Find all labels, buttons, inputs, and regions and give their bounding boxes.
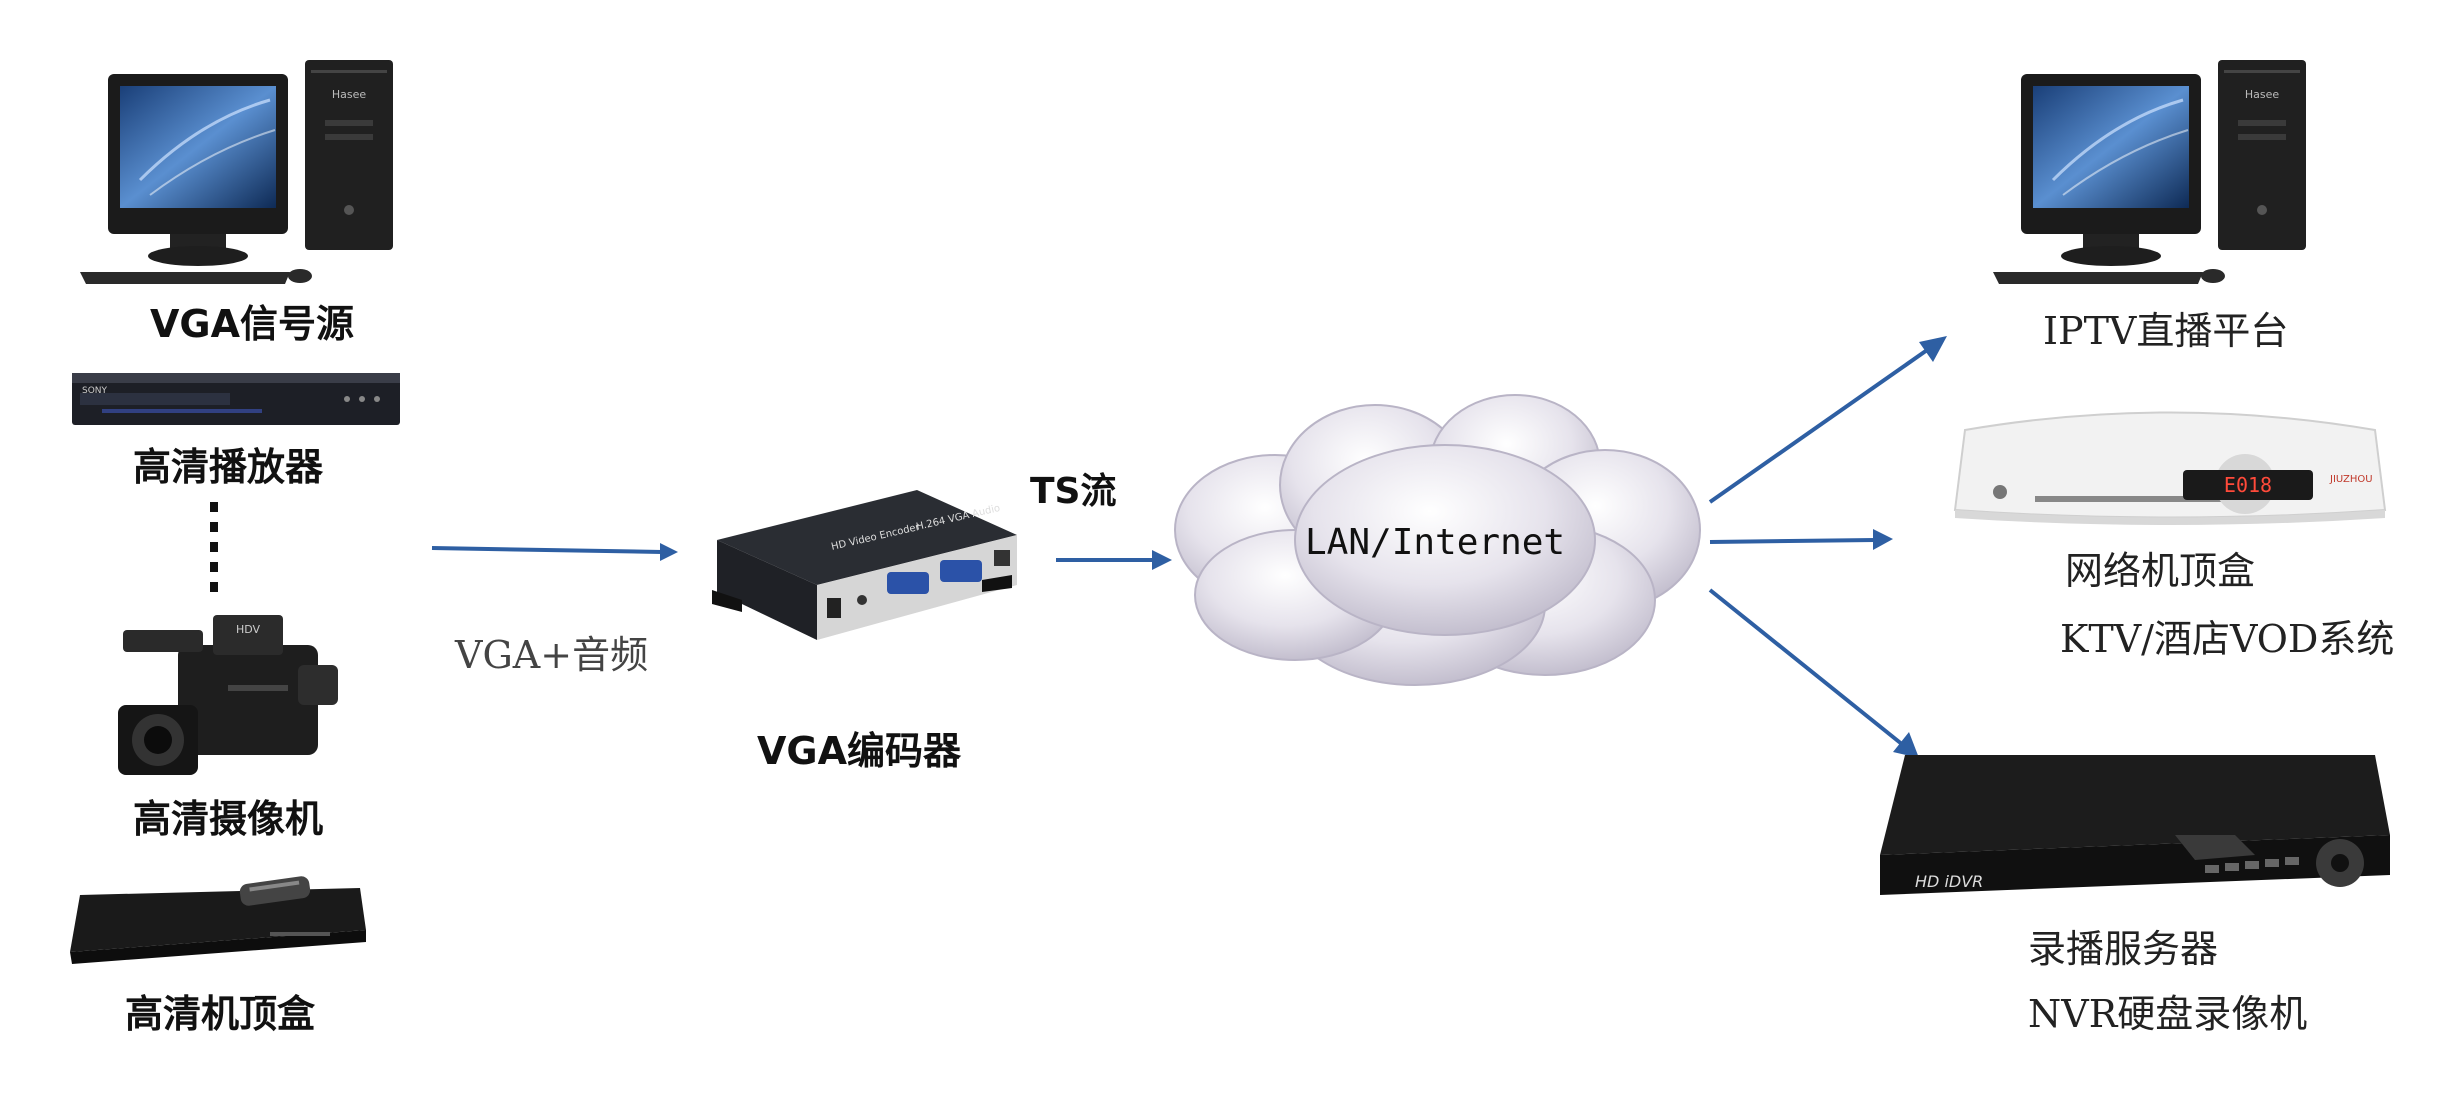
dest-label-recorder-1: 录播服务器 [2028, 927, 2219, 971]
dest-label-recorder-2: NVR硬盘录像机 [2028, 992, 2308, 1036]
network-label: LAN/Internet [1305, 522, 1566, 563]
input-arrow [430, 538, 680, 568]
dest-label-stb-1: 网络机顶盒 [2065, 549, 2256, 593]
camcorder-icon: HDV [118, 615, 358, 785]
source-label-vga: VGA信号源 [150, 302, 355, 346]
pc-brand-text-2: Hasee [2245, 88, 2280, 101]
pc-brand-text: Hasee [332, 88, 367, 101]
dvr-brand-text: HD iDVR [1915, 872, 1983, 891]
dvr-recorder-icon: HD iDVR [1875, 745, 2395, 905]
stream-label: TS流 [1030, 471, 1117, 512]
stb-brand-text: JIUZHOU [2329, 474, 2373, 485]
stb-display-text: E018 [2224, 473, 2272, 497]
camcorder-brand-text: HDV [236, 623, 261, 636]
set-top-box-icon [60, 860, 370, 970]
player-brand-text: SONY [82, 386, 108, 396]
iptv-computer-icon: Hasee [1993, 60, 2313, 290]
source-label-camcorder: 高清摄像机 [133, 797, 324, 841]
source-label-settop: 高清机顶盒 [125, 992, 316, 1036]
dest-label-stb-2: KTV/酒店VOD系统 [2060, 617, 2395, 661]
encoder-label: VGA编码器 [757, 729, 962, 773]
stream-arrow [1054, 545, 1174, 575]
bluray-player-icon: SONY [72, 365, 402, 435]
network-cloud-icon [1165, 390, 1705, 690]
input-link-label: VGA+音频 [455, 633, 649, 677]
dest-label-iptv: IPTV直播平台 [2043, 309, 2289, 353]
network-set-top-box-icon: E018 JIUZHOU [1945, 400, 2395, 530]
output-arrows [1705, 330, 1965, 770]
more-sources-ellipsis [208, 500, 220, 600]
desktop-computer-icon: Hasee [80, 60, 400, 290]
source-label-player: 高清播放器 [133, 445, 324, 489]
vga-encoder-device-icon: HD Video Encoder H.264 VGA Audio [712, 480, 1022, 655]
